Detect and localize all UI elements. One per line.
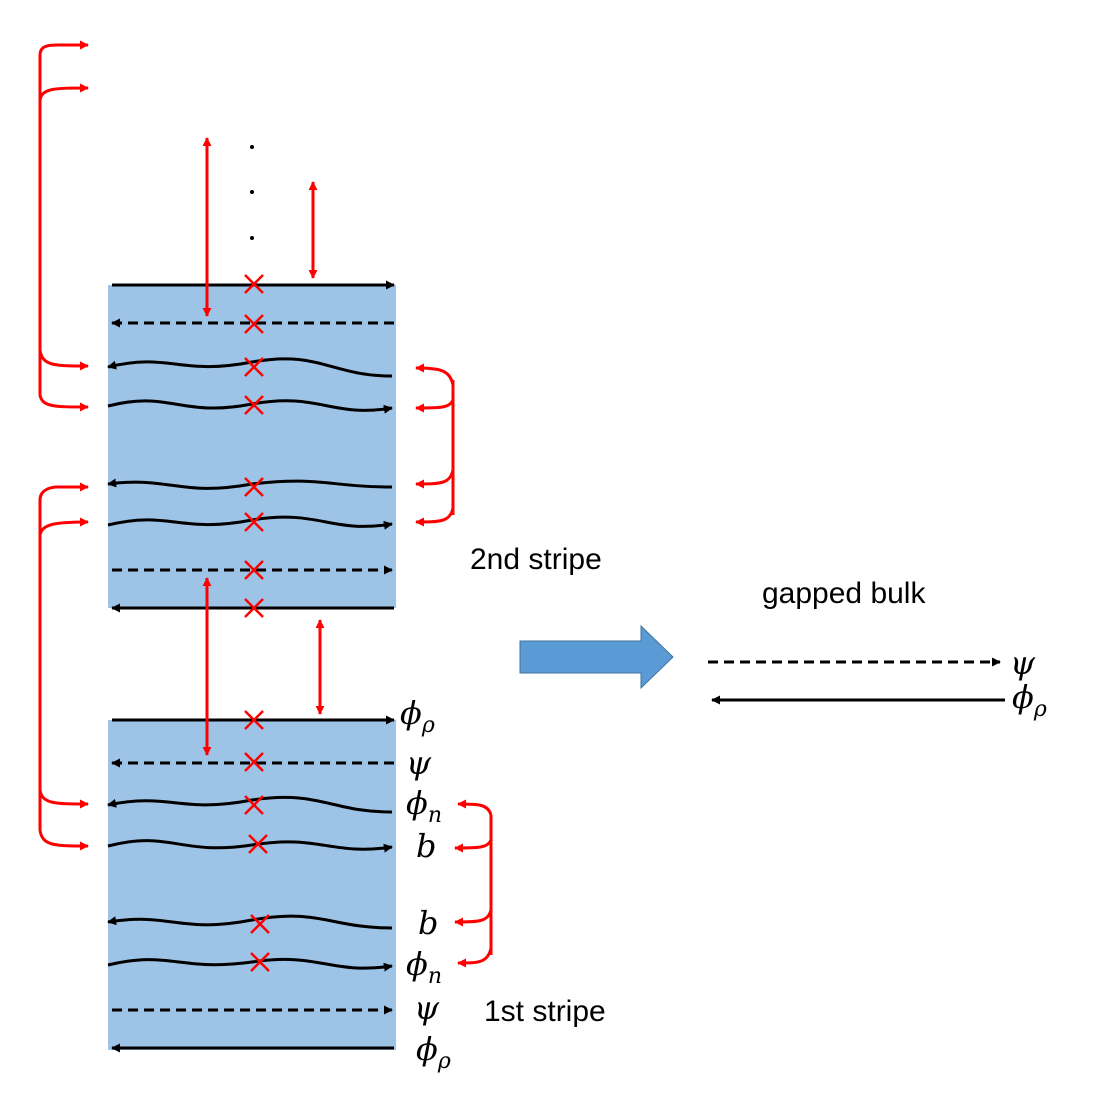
cross-marker (244, 560, 264, 580)
left-bracket-lower-arrow4 (38, 829, 89, 851)
right-bracket-stripe2-a1 (415, 363, 455, 386)
cross-marker (244, 395, 264, 415)
stripe-1-region (108, 720, 396, 1050)
left-bracket-lower-arrow2 (38, 517, 89, 536)
label-psi-top: ψ (406, 744, 432, 782)
cross-marker (250, 914, 270, 934)
label-phi-rho-bottom: ϕρ (416, 1030, 451, 1074)
right-bracket-stripe2-a4 (415, 507, 455, 527)
cross-marker (244, 477, 264, 497)
right-bracket-stripe2-a3 (415, 469, 455, 489)
cross-marker (248, 834, 268, 854)
label-1st-stripe: 1st stripe (484, 995, 606, 1028)
cross-marker (244, 274, 264, 294)
right-bracket-stripe1-a4 (457, 947, 493, 968)
left-bracket-upper-arrow3 (38, 349, 89, 371)
stripe2-phi-n-top (107, 357, 393, 378)
label-b-bottom: b (418, 904, 438, 942)
cross-marker (244, 357, 264, 377)
left-bracket-upper-arrow2 (38, 83, 89, 101)
stripe-2-region (108, 285, 396, 608)
stripe1-phi-n-bottom (107, 957, 393, 972)
cross-marker (244, 512, 264, 532)
label-phi-n-bottom: ϕn (406, 945, 442, 989)
right-bracket-stripe1-a1 (457, 799, 493, 816)
coupling-arrows (38, 40, 493, 968)
stripe1-phi-n-top (107, 795, 393, 814)
stripe1-b-top (107, 839, 393, 853)
right-bracket-stripe1-a2 (454, 839, 493, 853)
stripe-1-modes (107, 715, 395, 1053)
cross-markers (244, 274, 270, 972)
label-bulk-phi-rho: ϕρ (1012, 678, 1047, 722)
left-bracket-upper-arrow4 (38, 365, 89, 412)
cross-marker (244, 710, 264, 730)
label-bulk-psi: ψ (1010, 644, 1036, 682)
label-gapped-bulk: gapped bulk (762, 577, 926, 610)
left-bracket-lower-arrow3 (38, 789, 89, 809)
stripe1-b-bottom (107, 914, 393, 930)
label-phi-n-top: ϕn (406, 784, 442, 828)
cross-marker (244, 314, 264, 334)
cross-marker (244, 598, 264, 618)
left-bracket-upper (38, 43, 59, 365)
cross-marker (244, 795, 264, 815)
label-psi-bottom: ψ (414, 989, 440, 1027)
label-phi-rho-top: ϕρ (400, 694, 435, 738)
cross-marker (250, 952, 270, 972)
cross-marker (244, 752, 264, 772)
label-2nd-stripe: 2nd stripe (470, 543, 602, 576)
continuation-dots (250, 145, 254, 240)
right-bracket-stripe1-a3 (454, 909, 493, 927)
left-bracket-lower (38, 485, 59, 830)
big-blue-arrow (519, 624, 674, 690)
label-b-top: b (416, 827, 436, 865)
right-bracket-stripe2-a2 (415, 399, 455, 413)
